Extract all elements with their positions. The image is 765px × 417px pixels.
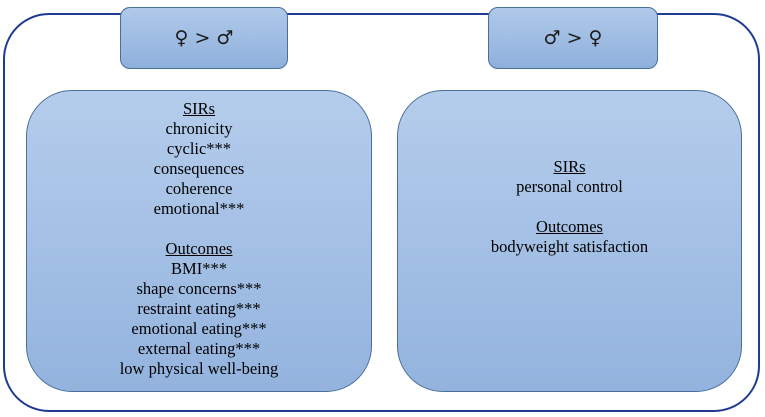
left-outcomes-item: shape concerns*** [136,279,262,298]
left-outcomes-item: external eating*** [137,339,261,358]
header-female-greater-male: ♀ > ♂ [120,7,288,69]
left-sirs-item: cyclic*** [166,139,232,158]
left-sirs-item: chronicity [165,119,233,138]
right-outcomes-item: bodyweight satisfaction [490,237,649,256]
left-outcomes-heading: Outcomes [165,239,233,258]
left-outcomes-item: emotional eating*** [131,319,267,338]
right-outcomes-heading: Outcomes [536,217,603,236]
panel-female-greater-male: SIRs chronicity cyclic*** consequences c… [26,90,372,392]
left-sirs-item: consequences [153,159,245,178]
header-left-label: ♀ > ♂ [174,27,234,49]
right-sirs-heading: SIRs [553,157,586,176]
panel-male-greater-female: SIRs personal control Outcomes bodyweigh… [397,90,742,392]
left-sirs-item: emotional*** [153,199,245,218]
left-outcomes-item: restraint eating*** [137,299,261,318]
header-right-label: ♂ > ♀ [543,27,603,49]
left-outcomes-item: BMI*** [171,259,227,278]
header-male-greater-female: ♂ > ♀ [488,7,658,69]
left-outcomes-item: low physical well-being [119,359,279,378]
left-sirs-item: coherence [165,179,233,198]
left-sirs-heading: SIRs [182,99,216,118]
right-sirs-item: personal control [516,177,623,196]
